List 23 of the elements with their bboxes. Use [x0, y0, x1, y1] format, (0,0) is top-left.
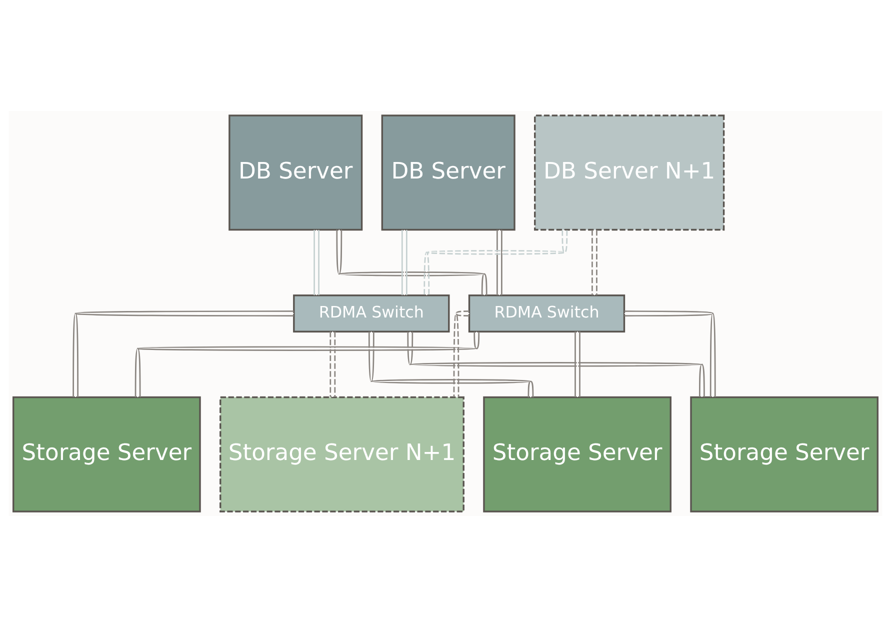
- node-box: DB Server: [381, 114, 516, 230]
- connector: [496, 229, 502, 295]
- connector: [401, 229, 408, 295]
- connector: [314, 229, 320, 295]
- connector: [624, 310, 716, 397]
- connector: [336, 229, 488, 295]
- node-box: DB Server N+1: [534, 114, 725, 230]
- connector: [424, 230, 568, 295]
- connector: [330, 331, 336, 397]
- node-box: Storage Server: [12, 396, 201, 512]
- connector: [574, 331, 580, 397]
- node-box: DB Server: [228, 114, 363, 230]
- node-box: RDMA Switch: [293, 294, 450, 332]
- connector: [134, 331, 480, 397]
- node-box: RDMA Switch: [468, 294, 626, 332]
- connector: [368, 331, 534, 397]
- connector: [407, 331, 705, 396]
- connector: [72, 310, 294, 397]
- node-box: Storage Server N+1: [220, 396, 464, 512]
- connector: [592, 229, 598, 295]
- connector: [453, 310, 470, 397]
- node-box: Storage Server: [483, 396, 672, 512]
- node-box: Storage Server: [690, 396, 878, 512]
